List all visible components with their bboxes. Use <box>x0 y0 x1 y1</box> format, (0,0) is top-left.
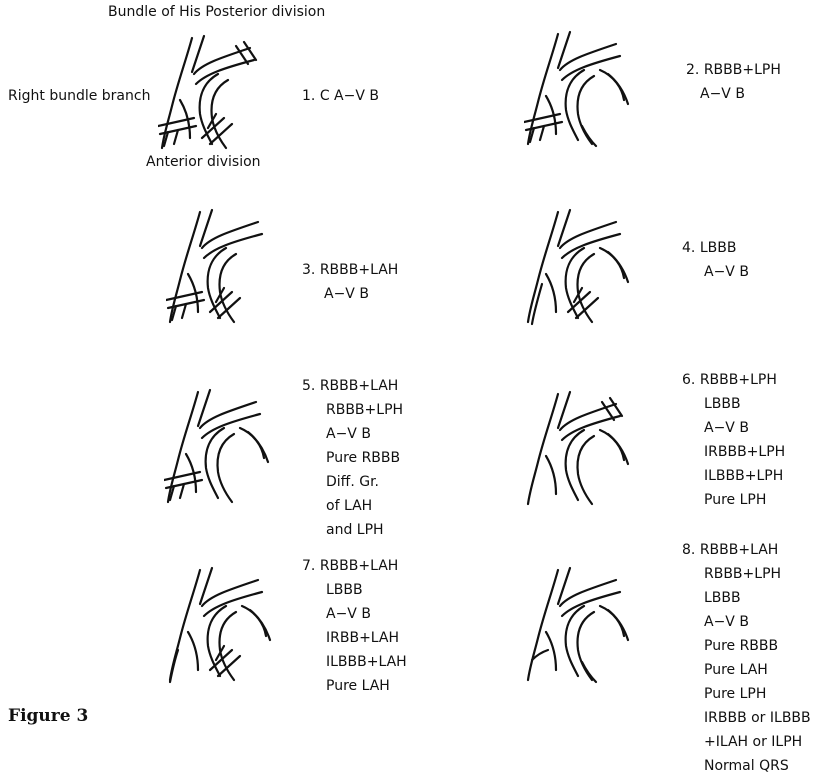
panel-5-line-1: RBBB+LAH <box>320 378 399 394</box>
panel-8-line-7: Pure LPH <box>682 682 811 706</box>
panel-1-number: 1. <box>302 88 315 104</box>
panel-2-line-1: RBBB+LPH <box>704 62 781 78</box>
panel-4-diagram <box>524 208 674 333</box>
panel-7-line-2: LBBB <box>302 578 407 602</box>
panel-6-line-3: A−V B <box>682 416 785 440</box>
panel-5-line-2: RBBB+LPH <box>302 398 403 422</box>
bundle-of-his-label: Bundle of His <box>108 4 201 20</box>
panel-3-line-2: A−V B <box>302 282 398 306</box>
panel-7-number: 7. <box>302 558 315 574</box>
figure-caption: Figure 3 <box>8 706 88 726</box>
panel-4-number: 4. <box>682 240 695 256</box>
panel-6-diagram <box>524 390 674 515</box>
panel-5-number: 5. <box>302 378 315 394</box>
panel-6-line-6: Pure LPH <box>682 488 785 512</box>
panel-8-line-4: A−V B <box>682 610 811 634</box>
panel-6-number: 6. <box>682 372 695 388</box>
panel-4-line-1: LBBB <box>700 240 737 256</box>
panel-7-line-3: A−V B <box>302 602 407 626</box>
panel-5-diagram <box>164 388 314 513</box>
panel-3-line-1: RBBB+LAH <box>320 262 399 278</box>
panel-6-line-1: RBBB+LPH <box>700 372 777 388</box>
panel-2-diagram <box>524 30 674 155</box>
panel-5-line-6: of LAH <box>302 494 403 518</box>
panel-8-number: 8. <box>682 542 695 558</box>
panel-7-line-5: ILBBB+LAH <box>302 650 407 674</box>
panel-2-line-2: A−V B <box>686 82 781 106</box>
panel-8-line-5: Pure RBBB <box>682 634 811 658</box>
panel-6-line-2: LBBB <box>682 392 785 416</box>
right-bundle-branch-label: Right bundle branch <box>8 84 150 108</box>
panel-1-diagram <box>158 34 298 159</box>
panel-3-number: 3. <box>302 262 315 278</box>
panel-7-line-4: IRBB+LAH <box>302 626 407 650</box>
panel-5-line-7: and LPH <box>302 518 403 542</box>
panel-1-line: C A−V B <box>320 88 379 104</box>
panel-7-diagram <box>166 566 316 691</box>
panel-3-diagram <box>166 208 306 333</box>
panel-4-line-2: A−V B <box>682 260 749 284</box>
panel-5-line-4: Pure RBBB <box>302 446 403 470</box>
panel-6-line-5: ILBBB+LPH <box>682 464 785 488</box>
panel-2-number: 2. <box>686 62 699 78</box>
panel-6-line-4: IRBBB+LPH <box>682 440 785 464</box>
panel-8-line-6: Pure LAH <box>682 658 811 682</box>
panel-8-diagram <box>524 566 674 691</box>
panel-8-line-8: IRBBB or ILBBB <box>682 706 811 730</box>
posterior-division-label: Posterior division <box>205 4 325 20</box>
panel-8-line-3: LBBB <box>682 586 811 610</box>
panel-5-line-5: Diff. Gr. <box>302 470 403 494</box>
panel-8-line-1: RBBB+LAH <box>700 542 779 558</box>
panel-8-line-2: RBBB+LPH <box>682 562 811 586</box>
panel-7-line-1: RBBB+LAH <box>320 558 399 574</box>
panel-5-line-3: A−V B <box>302 422 403 446</box>
panel-8-line-9: +ILAH or ILPH <box>682 730 811 754</box>
panel-7-line-6: Pure LAH <box>302 674 407 698</box>
